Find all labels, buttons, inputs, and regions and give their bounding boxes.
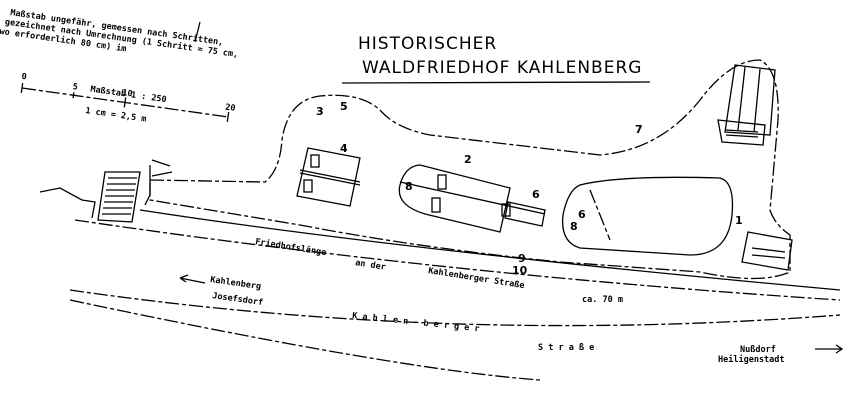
length-label: ca. 70 m bbox=[582, 295, 623, 305]
grave-plot-4 bbox=[296, 147, 361, 207]
wall-label-2: an der bbox=[355, 258, 387, 273]
entrance-steps bbox=[39, 159, 173, 223]
marker-9: 9 bbox=[518, 252, 526, 265]
marker-1: 1 bbox=[735, 214, 743, 227]
marker-3: 3 bbox=[316, 105, 324, 118]
title-underline bbox=[341, 81, 651, 84]
marker-5: 5 bbox=[340, 100, 348, 113]
arrow-right-icon bbox=[815, 344, 844, 354]
marker-6: 6 bbox=[532, 188, 540, 201]
grave-plot-right bbox=[741, 231, 793, 271]
street-name-2: S t r a ß e bbox=[538, 343, 594, 353]
dest-nussdorf: Nußdorf bbox=[740, 345, 776, 355]
wall-line bbox=[139, 209, 841, 291]
marker-4: 4 bbox=[340, 142, 348, 155]
grave-field-large bbox=[561, 176, 734, 256]
street-edge-middle bbox=[69, 289, 841, 327]
mausoleum-top-right bbox=[717, 64, 776, 146]
dest-heiligenstadt: Heiligenstadt bbox=[718, 354, 785, 365]
scale-tick-5: 5 bbox=[72, 82, 78, 93]
dest-josefsdorf: Josefsdorf bbox=[212, 291, 264, 308]
scale-tick-0: 0 bbox=[21, 72, 27, 83]
cemetery-boundary bbox=[149, 59, 791, 280]
street-edge-upper bbox=[74, 219, 841, 301]
marker-2: 2 bbox=[464, 153, 472, 166]
dest-kahlenberg: Kahlenberg bbox=[210, 275, 262, 292]
title-line-2: WALDFRIEDHOF KAHLENBERG bbox=[362, 58, 642, 78]
marker-8: 8 bbox=[405, 180, 413, 193]
scale-note: Maßstab ungefähr, gemessen nach Schritte… bbox=[0, 7, 239, 60]
title-line-1: HISTORISCHER bbox=[358, 34, 497, 54]
scale-tick-10: 10 bbox=[122, 88, 134, 99]
marker-8b: 8 bbox=[570, 220, 578, 233]
marker-7: 7 bbox=[635, 123, 643, 136]
wall-label: Friedhofslänge bbox=[255, 236, 327, 258]
marker-10: 10 bbox=[512, 264, 528, 277]
scale-tick-20: 20 bbox=[225, 103, 237, 114]
grave-field-divider bbox=[589, 189, 611, 241]
street-edge-lower bbox=[69, 299, 541, 381]
grave-plot-2 bbox=[398, 164, 546, 233]
pointer-line bbox=[194, 21, 201, 43]
street-name: K a h l e n - b e r g e r bbox=[352, 311, 480, 334]
scale-equivalence: 1 cm = 2,5 m bbox=[85, 106, 147, 124]
scale-bar: Maßstab 1 : 250 0 5 10 20 1 cm = 2,5 m bbox=[20, 72, 237, 125]
arrow-left-icon bbox=[179, 274, 206, 284]
marker-6b: 6 bbox=[578, 208, 586, 221]
